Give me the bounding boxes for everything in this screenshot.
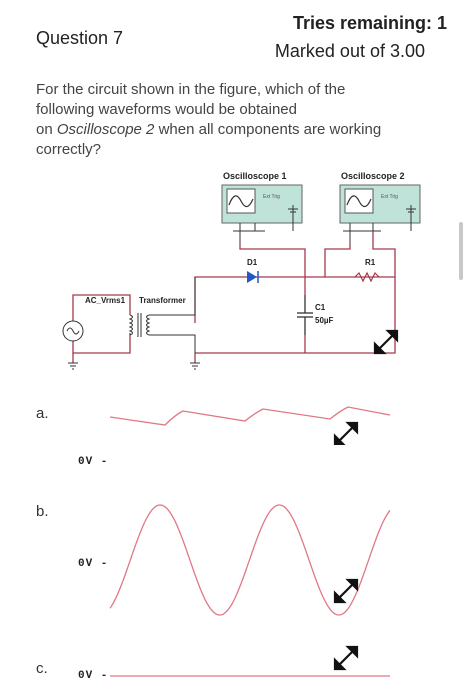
diode bbox=[247, 271, 259, 283]
expand-icon[interactable] bbox=[333, 578, 359, 604]
question-line-1: For the circuit shown in the figure, whi… bbox=[36, 81, 346, 98]
oscilloscope-1-ext-trig: Ext Trig bbox=[263, 194, 280, 200]
option-b-letter[interactable]: b. bbox=[36, 503, 49, 520]
question-line-4: correctly? bbox=[36, 141, 102, 158]
ac-source bbox=[62, 320, 84, 342]
marked-out-of: Marked out of 3.00 bbox=[274, 41, 425, 61]
oscilloscope-2-label: Oscilloscope 2 bbox=[341, 171, 405, 181]
oscilloscope-1-label: Oscilloscope 1 bbox=[223, 171, 287, 181]
option-c-waveform[interactable] bbox=[105, 645, 395, 685]
transformer-label: Transformer bbox=[139, 296, 186, 305]
resistor-label: R1 bbox=[365, 258, 376, 267]
option-b-zero-label: 0V - bbox=[78, 558, 109, 570]
question-line-3: on Oscilloscope 2 when all components ar… bbox=[36, 120, 436, 140]
option-c-letter[interactable]: c. bbox=[36, 660, 48, 677]
question-number: Question 7 bbox=[36, 28, 124, 48]
capacitor-value: 50µF bbox=[315, 316, 334, 325]
expand-icon[interactable] bbox=[333, 421, 359, 445]
sine-wave bbox=[109, 504, 391, 616]
circuit-diagram: Oscilloscope 1 Ext Trig Oscilloscope 2 E… bbox=[62, 171, 421, 370]
question-oscilloscope-ref: Oscilloscope 2 bbox=[56, 121, 155, 138]
resistor bbox=[354, 271, 380, 283]
scrollbar[interactable] bbox=[459, 222, 463, 280]
diode-label: D1 bbox=[247, 258, 258, 267]
capacitor-name: C1 bbox=[315, 303, 326, 312]
transformer bbox=[128, 277, 196, 353]
ground-icon bbox=[68, 362, 200, 370]
question-line-3-prefix: on bbox=[36, 121, 57, 138]
question-line-2: following waveforms would be obtained bbox=[36, 101, 297, 118]
question-line-3-suffix: when all components are working bbox=[154, 121, 382, 138]
oscilloscope-2: Ext Trig bbox=[339, 184, 421, 243]
question-text: For the circuit shown in the figure, whi… bbox=[36, 80, 436, 160]
option-c-zero-label: 0V - bbox=[78, 670, 109, 682]
expand-icon[interactable] bbox=[333, 645, 359, 671]
option-a-waveform[interactable] bbox=[105, 405, 395, 445]
oscilloscope-1: Ext Trig bbox=[221, 184, 303, 243]
capacitor bbox=[297, 295, 313, 335]
expand-icon[interactable] bbox=[373, 329, 399, 355]
tries-remaining: Tries remaining: 1 bbox=[292, 13, 447, 33]
option-b-waveform[interactable] bbox=[105, 490, 395, 620]
ac-source-label: AC_Vrms1 bbox=[85, 296, 126, 305]
oscilloscope-2-ext-trig: Ext Trig bbox=[381, 194, 398, 200]
option-a-letter[interactable]: a. bbox=[36, 405, 49, 422]
option-a-zero-label: 0V - bbox=[78, 456, 109, 468]
